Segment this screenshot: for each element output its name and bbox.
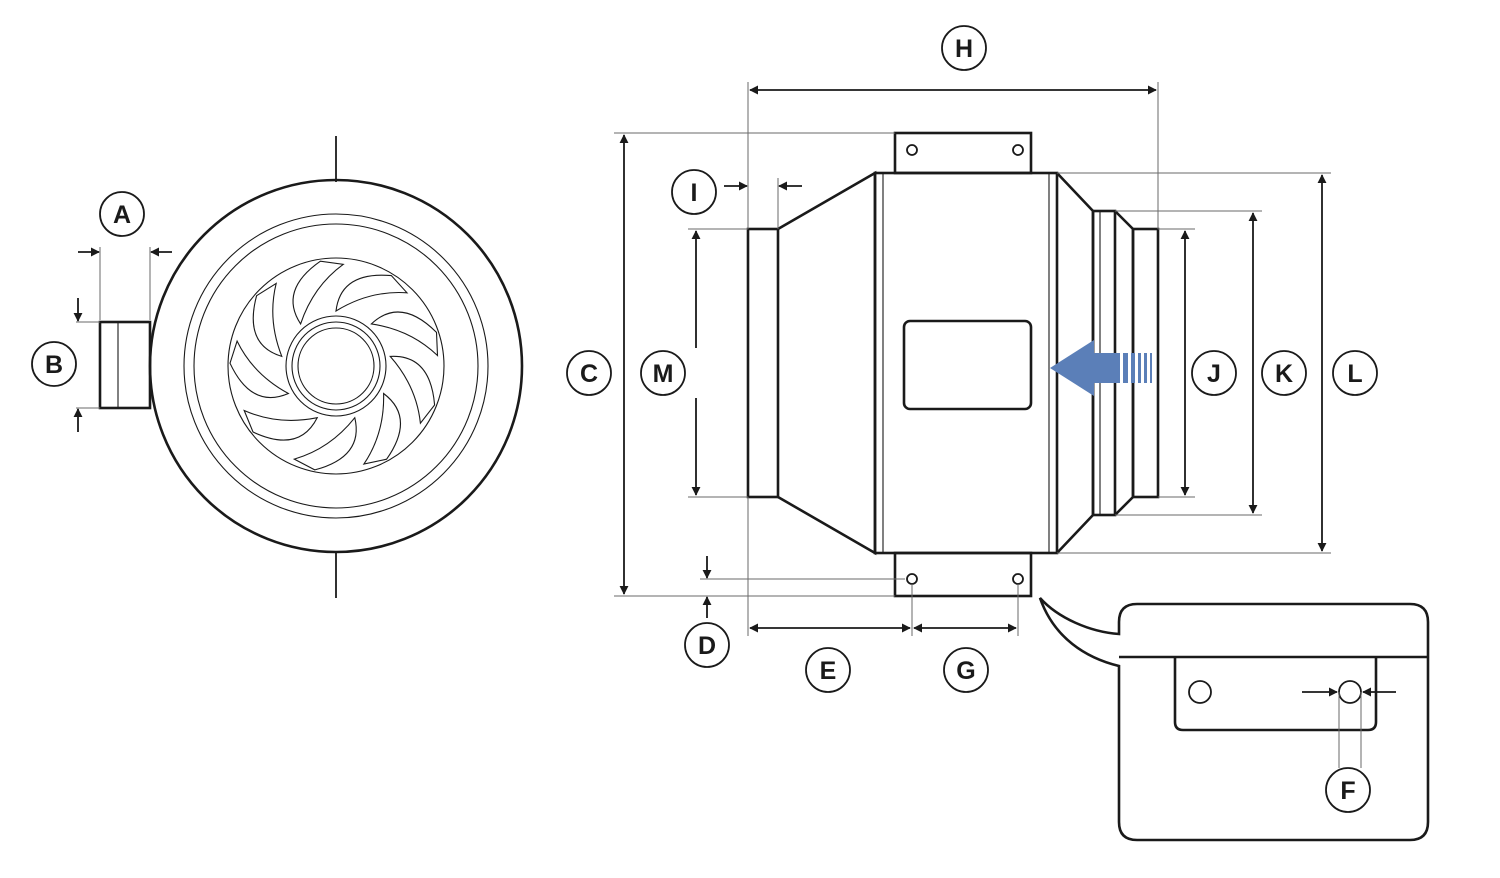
impeller-circle — [227, 257, 445, 475]
airflow-arrow-stripe-3 — [1138, 353, 1141, 383]
dimension-k: K — [1115, 210, 1307, 516]
airflow-arrow-head — [1050, 340, 1094, 396]
dimension-j: J — [1158, 228, 1237, 498]
outlet-collar — [746, 227, 780, 499]
terminal-box — [98, 320, 152, 410]
callout-hole-left — [1188, 680, 1212, 704]
airflow-arrow-icon — [1050, 340, 1152, 396]
label-c-circle — [566, 350, 612, 396]
dimension-e: E — [747, 497, 913, 693]
dimension-d: D — [684, 556, 905, 668]
label-j-circle — [1191, 350, 1237, 396]
label-a-circle — [99, 191, 145, 237]
bottom-bracket-hole-left — [906, 573, 918, 585]
label-g-circle — [943, 647, 989, 693]
airflow-arrow-shaft — [1094, 353, 1120, 383]
hub-inner-circle — [297, 327, 375, 405]
impeller-blade — [292, 416, 357, 471]
label-k-circle — [1261, 350, 1307, 396]
label-i-circle — [671, 169, 717, 215]
label-b: B — [45, 351, 63, 379]
front-view — [98, 136, 524, 598]
impeller-blades — [229, 260, 439, 471]
label-g: G — [956, 657, 975, 685]
motor-body — [873, 171, 1059, 555]
label-i: I — [691, 179, 698, 207]
label-plate — [902, 319, 1033, 411]
side-view — [746, 131, 1160, 598]
top-bracket-hole-right — [1012, 144, 1024, 156]
impeller-blade — [389, 355, 436, 425]
label-e: E — [820, 657, 837, 685]
label-m-circle — [640, 350, 686, 396]
callout-hole-right — [1338, 680, 1362, 704]
label-l-circle — [1332, 350, 1378, 396]
dimension-g: G — [913, 584, 1019, 693]
dimension-c: C — [566, 132, 895, 597]
airflow-arrow-stripe-5 — [1150, 353, 1152, 383]
label-d-circle — [684, 622, 730, 668]
label-f: F — [1340, 777, 1355, 805]
outlet-cone — [777, 170, 877, 556]
outer-casing-circle — [148, 178, 524, 554]
label-j: J — [1207, 360, 1221, 388]
hub-mid-circle — [291, 321, 381, 411]
label-d: D — [698, 632, 716, 660]
callout-bubble — [1038, 597, 1430, 842]
dimension-l: L — [1057, 172, 1378, 554]
impeller-blade — [229, 339, 290, 398]
label-m: M — [653, 360, 674, 388]
label-h: H — [955, 35, 973, 63]
airflow-arrow-stripe-4 — [1144, 353, 1147, 383]
airflow-arrow-stripe-1 — [1123, 353, 1128, 383]
top-bracket-hole-left — [906, 144, 918, 156]
label-h-circle — [941, 25, 987, 71]
label-c: C — [580, 360, 598, 388]
callout-bracket — [1173, 657, 1378, 732]
impeller-blade — [335, 274, 409, 313]
impeller-blade — [243, 409, 319, 441]
label-e-circle — [805, 647, 851, 693]
bottom-bracket-hole-right — [1012, 573, 1024, 585]
detail-callout: F — [1038, 597, 1430, 842]
impeller-blade — [292, 260, 345, 326]
inlet-ring-inner — [193, 223, 479, 509]
dimension-a: A — [78, 191, 172, 320]
impeller-blade — [370, 311, 439, 357]
dimension-h: H — [747, 25, 1159, 229]
label-b-circle — [31, 341, 77, 387]
label-l: L — [1347, 360, 1362, 388]
label-k: K — [1275, 360, 1293, 388]
dimension-i: I — [671, 169, 802, 229]
airflow-arrow-stripe-2 — [1131, 353, 1135, 383]
dimension-m: M — [640, 228, 748, 498]
impeller-blade — [362, 392, 401, 465]
label-f-circle — [1325, 767, 1371, 813]
inlet-ring-outer — [183, 213, 489, 519]
dimension-b: B — [31, 298, 100, 432]
hub-outer-circle — [285, 315, 387, 417]
label-a: A — [113, 201, 131, 229]
impeller-blade — [252, 282, 283, 358]
